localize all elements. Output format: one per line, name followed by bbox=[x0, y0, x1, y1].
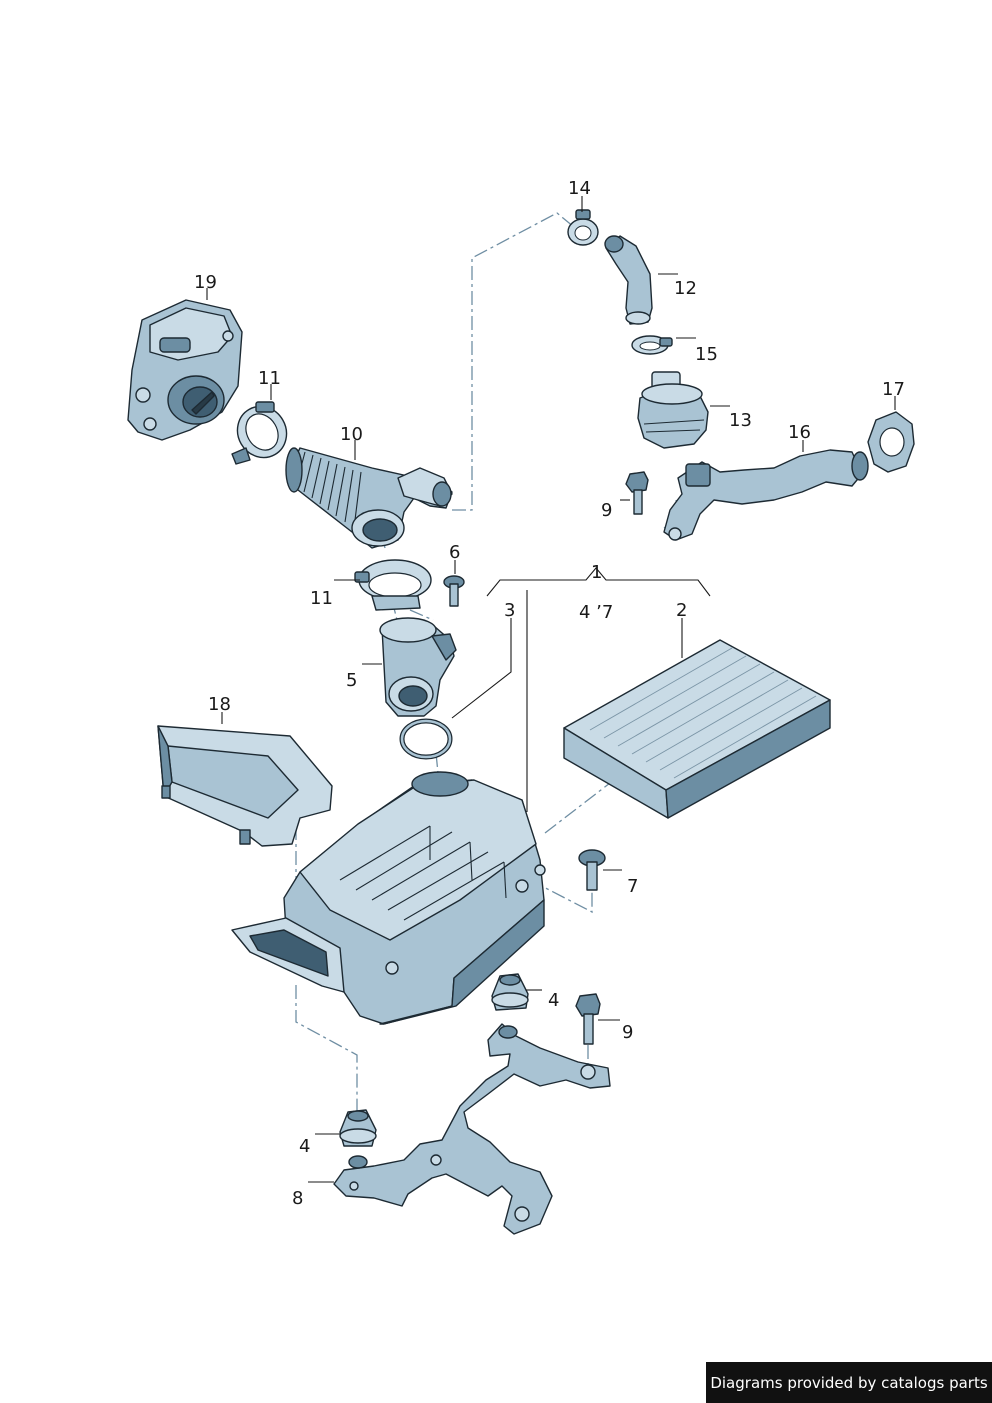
hose-clamp-15 bbox=[631, 335, 673, 355]
callout-4-right: 4 bbox=[548, 990, 559, 1011]
callout-9-lower: 9 bbox=[622, 1022, 633, 1043]
bolt-9-lower bbox=[575, 993, 601, 1045]
bolt-6 bbox=[443, 575, 465, 607]
vent-tube-16 bbox=[663, 449, 869, 541]
callout-7: 7 bbox=[627, 876, 638, 897]
callout-2: 2 bbox=[676, 600, 687, 621]
callout-6: 6 bbox=[449, 542, 460, 563]
throttle-body bbox=[127, 299, 243, 441]
callout-5: 5 bbox=[346, 670, 357, 691]
callout-17: 17 bbox=[882, 379, 905, 400]
callout-11-top: 11 bbox=[258, 368, 281, 389]
air-filter-housing bbox=[231, 771, 546, 1025]
oil-separator bbox=[637, 371, 709, 449]
air-filter-element bbox=[563, 639, 831, 819]
callout-14: 14 bbox=[568, 178, 591, 199]
callout-9-upper: 9 bbox=[601, 500, 612, 521]
rubber-mount-right bbox=[491, 973, 529, 1011]
callout-15: 15 bbox=[695, 344, 718, 365]
callout-10: 10 bbox=[340, 424, 363, 445]
hose-clamp-lower bbox=[354, 559, 432, 611]
mounting-bracket bbox=[333, 1023, 611, 1235]
bolt-9-upper bbox=[625, 471, 649, 515]
callout-8: 8 bbox=[292, 1188, 303, 1209]
leader-lines bbox=[206, 196, 896, 1183]
callout-13: 13 bbox=[729, 410, 752, 431]
callout-1: 1 bbox=[591, 562, 602, 583]
hose-clamp-14 bbox=[567, 209, 599, 246]
vent-hose-12 bbox=[604, 235, 653, 325]
seal-ring bbox=[399, 718, 453, 760]
intake-bellows-hose bbox=[285, 447, 453, 549]
air-duct bbox=[157, 725, 333, 847]
air-mass-meter bbox=[379, 617, 457, 717]
callout-12: 12 bbox=[674, 278, 697, 299]
hose-clamp-upper bbox=[231, 401, 288, 465]
footer-attribution: Diagrams provided by catalogs parts bbox=[706, 1362, 992, 1403]
callout-3: 3 bbox=[504, 600, 515, 621]
callouts: 19 11 10 6 11 5 3 1 4 ’7 2 18 7 4 9 4 8 … bbox=[194, 178, 905, 1209]
callout-19: 19 bbox=[194, 272, 217, 293]
gasket-17 bbox=[867, 411, 915, 473]
callout-16: 16 bbox=[788, 422, 811, 443]
callout-4-7: 4 ’7 bbox=[579, 602, 613, 623]
bolt-7 bbox=[578, 849, 606, 891]
callout-18: 18 bbox=[208, 694, 231, 715]
callout-11-mid: 11 bbox=[310, 588, 333, 609]
rubber-mount-bottom bbox=[339, 1109, 377, 1147]
callout-4-bottom: 4 bbox=[299, 1136, 310, 1157]
